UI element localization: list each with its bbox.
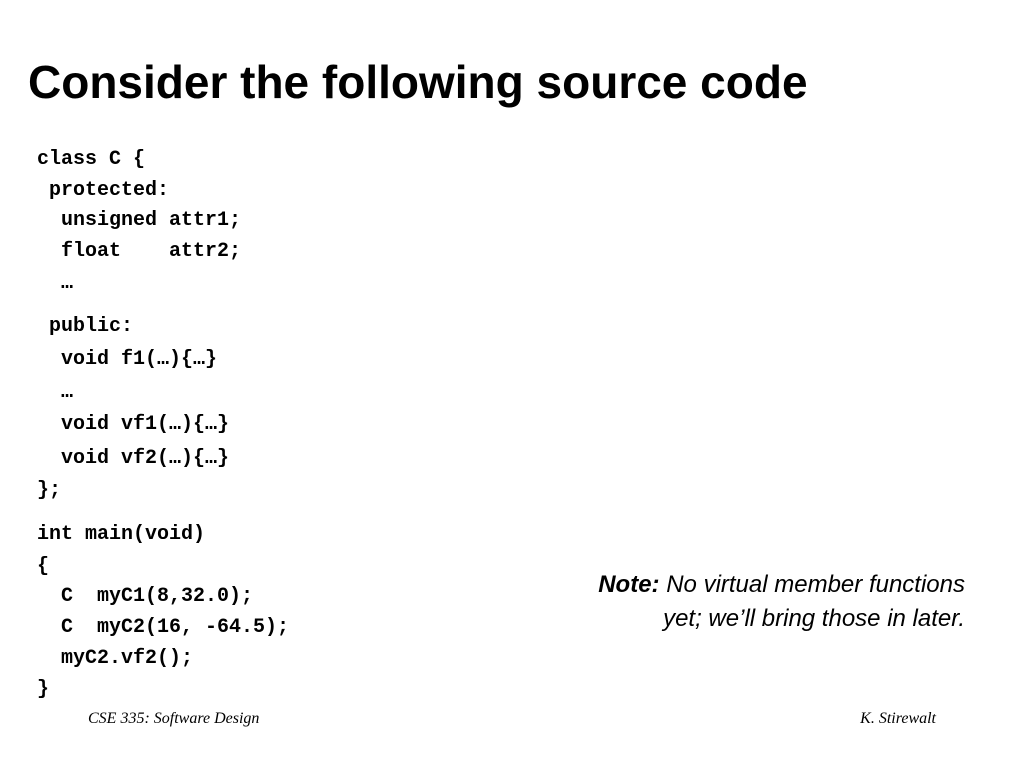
footer-author: K. Stirewalt	[860, 710, 936, 727]
code-line: float attr2;	[37, 240, 242, 263]
code-line: int main(void)	[37, 523, 206, 546]
code-line: {	[37, 555, 50, 578]
code-line: void vf1(…){…}	[37, 413, 230, 436]
code-line: C myC1(8,32.0);	[37, 585, 254, 608]
code-line: …	[37, 272, 74, 295]
code-line: }	[37, 678, 50, 701]
code-line: public:	[37, 315, 134, 338]
code-line: void f1(…){…}	[37, 348, 218, 371]
code-line: void vf2(…){…}	[37, 447, 230, 470]
note-callout: Note: No virtual member functions yet; w…	[495, 568, 965, 636]
code-line: unsigned attr1;	[37, 209, 242, 232]
code-line: C myC2(16, -64.5);	[37, 616, 290, 639]
note-text-2: yet; we’ll bring those in later.	[663, 605, 965, 632]
note-label: Note:	[598, 571, 660, 598]
code-line: myC2.vf2();	[37, 647, 194, 670]
code-line: };	[37, 479, 62, 502]
code-line: …	[37, 381, 74, 404]
footer-course: CSE 335: Software Design	[88, 710, 260, 727]
slide-title: Consider the following source code	[28, 56, 808, 108]
note-text-1: No virtual member functions	[659, 571, 965, 598]
note-line-1: Note: No virtual member functions	[495, 568, 965, 602]
source-code-block: class C { protected: unsigned attr1; flo…	[37, 0, 457, 768]
code-line: class C {	[37, 148, 146, 171]
code-line: protected:	[37, 179, 170, 202]
